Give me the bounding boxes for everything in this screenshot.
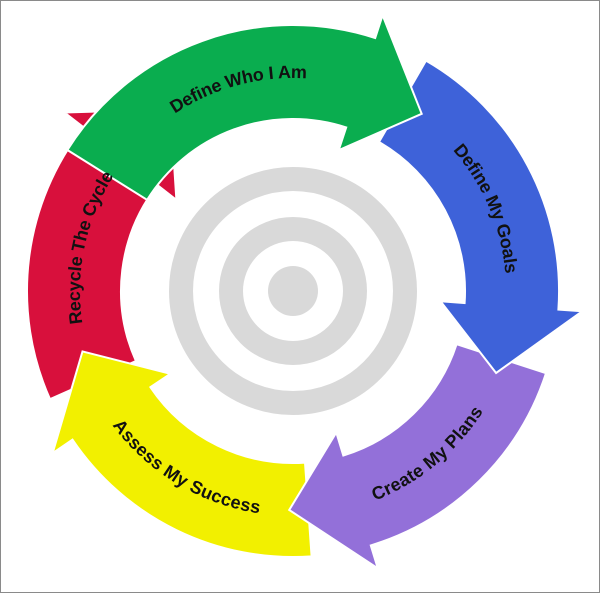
arrow-create-my-plans	[287, 342, 548, 571]
arrow-assess-my-success	[50, 350, 313, 558]
arrow-define-my-goals	[377, 59, 586, 375]
target-icon	[169, 167, 417, 415]
target-outer-ring	[169, 167, 417, 415]
arrow-define-who-i-am	[66, 12, 423, 202]
target-bullseye	[268, 266, 318, 316]
target-inner-ring	[219, 217, 367, 365]
